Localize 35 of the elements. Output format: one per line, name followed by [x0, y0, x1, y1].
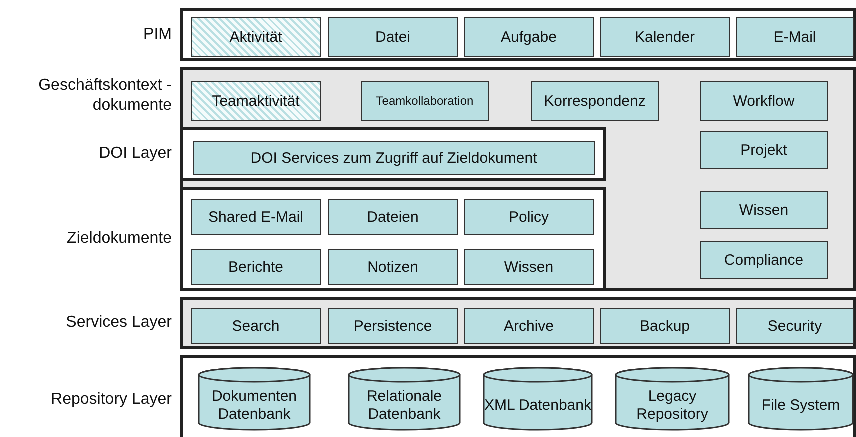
component-box: E-Mail: [736, 17, 854, 57]
component-box: Policy: [464, 199, 594, 235]
component-box: Datei: [328, 17, 458, 57]
component-box: Aktivität: [191, 17, 321, 57]
component-box: Compliance: [700, 241, 828, 279]
layer-label: Zieldokumente: [66, 229, 172, 249]
component-box: Teamaktivität: [191, 81, 321, 121]
component-box: Search: [191, 308, 321, 344]
component-box: Projekt: [700, 131, 828, 169]
database-cylinder: Relationale Datenbank: [348, 367, 461, 431]
component-box: Aufgabe: [464, 17, 594, 57]
component-box: Wissen: [700, 191, 828, 229]
component-box: Workflow: [700, 81, 828, 121]
layer-label: Repository Layer: [50, 390, 172, 410]
component-box: DOI Services zum Zugriff auf Zieldokument: [193, 141, 595, 175]
database-cylinder: XML Datenbank: [483, 367, 593, 431]
layer-label: PIM: [142, 24, 172, 44]
component-box: Berichte: [191, 249, 321, 285]
layer-label: Geschäftskontext -dokumente: [38, 76, 172, 116]
component-box: Archive: [464, 308, 594, 344]
component-box: Korrespondenz: [531, 81, 659, 121]
component-box: Notizen: [328, 249, 458, 285]
component-box: Security: [736, 308, 854, 344]
database-cylinder: Legacy Repository: [615, 367, 730, 431]
component-box: Dateien: [328, 199, 458, 235]
component-box: Backup: [600, 308, 730, 344]
component-box: Teamkollaboration: [361, 81, 489, 121]
database-cylinder: File System: [748, 367, 854, 431]
component-box: Shared E-Mail: [191, 199, 321, 235]
component-box: Wissen: [464, 249, 594, 285]
component-box: Kalender: [600, 17, 730, 57]
layer-label: Services Layer: [65, 313, 172, 333]
database-cylinder: Dokumenten Datenbank: [198, 367, 311, 431]
layer-label: DOI Layer: [98, 144, 172, 164]
component-box: Persistence: [328, 308, 458, 344]
